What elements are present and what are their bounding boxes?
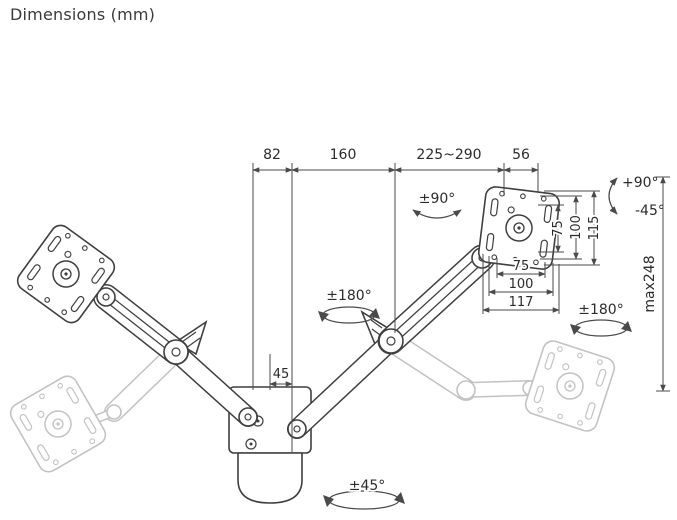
rotation-right-label: ±180° <box>578 302 623 318</box>
left-arm-pivot <box>238 407 258 427</box>
swivel-top-indicator: ±90° <box>412 189 462 219</box>
right-vesa-plate <box>476 184 562 272</box>
vesa-v75-label: 75 <box>551 220 566 237</box>
vesa-horizontal-dims: 75 100 117 <box>482 254 560 314</box>
right-elbow-joint <box>378 328 404 354</box>
dim-82-label: 82 <box>263 147 281 163</box>
tilt-down-label: -45° <box>635 203 665 219</box>
vesa-h100-label: 100 <box>509 277 534 292</box>
left-wrist-joint <box>96 287 116 307</box>
ghost-right-arm <box>380 330 553 401</box>
vesa-h75-label: 75 <box>513 259 530 274</box>
tilt-range-indicator: +90° -45° <box>608 173 667 221</box>
top-dimension-chain: 82 160 225~290 56 <box>252 145 539 452</box>
left-elbow-joint <box>163 339 189 365</box>
dimension-annotations: 82 160 225~290 56 45 75 100 115 <box>252 145 670 510</box>
max-height-dim: max248 <box>640 176 670 392</box>
rotation-indicator-left: ±180° <box>318 286 380 324</box>
max248-label: max248 <box>642 255 658 312</box>
dim-56-label: 56 <box>512 147 530 163</box>
right-arm-pivot <box>287 419 307 439</box>
swivel-bottom-indicator: ±45° <box>323 476 405 510</box>
ghost-left-arm <box>89 342 186 425</box>
tilt-up-label: +90° <box>622 175 659 191</box>
ghost-left-vesa-plate <box>6 371 110 477</box>
dim-160-label: 160 <box>330 147 357 163</box>
rotation-left-label: ±180° <box>326 288 371 304</box>
vesa-h117-label: 117 <box>509 295 534 310</box>
left-arm <box>87 283 258 427</box>
ghost-right-vesa-plate <box>522 337 618 435</box>
rotation-indicator-right: ±180° <box>570 300 632 337</box>
ghost-positions <box>6 330 618 477</box>
dim-225-290-label: 225~290 <box>416 147 481 163</box>
vesa-v100-label: 100 <box>569 215 584 240</box>
swivel-top-label: ±90° <box>419 191 456 207</box>
dim-45-label: 45 <box>273 367 290 382</box>
vesa-vertical-dims: 75 100 115 <box>538 190 604 266</box>
page-title: Dimensions (mm) <box>10 5 156 24</box>
swivel-bottom-label: ±45° <box>349 478 386 494</box>
right-arm <box>287 239 503 439</box>
offset-45-dimension: 45 <box>269 354 293 390</box>
vesa-v115-label: 115 <box>587 216 602 241</box>
